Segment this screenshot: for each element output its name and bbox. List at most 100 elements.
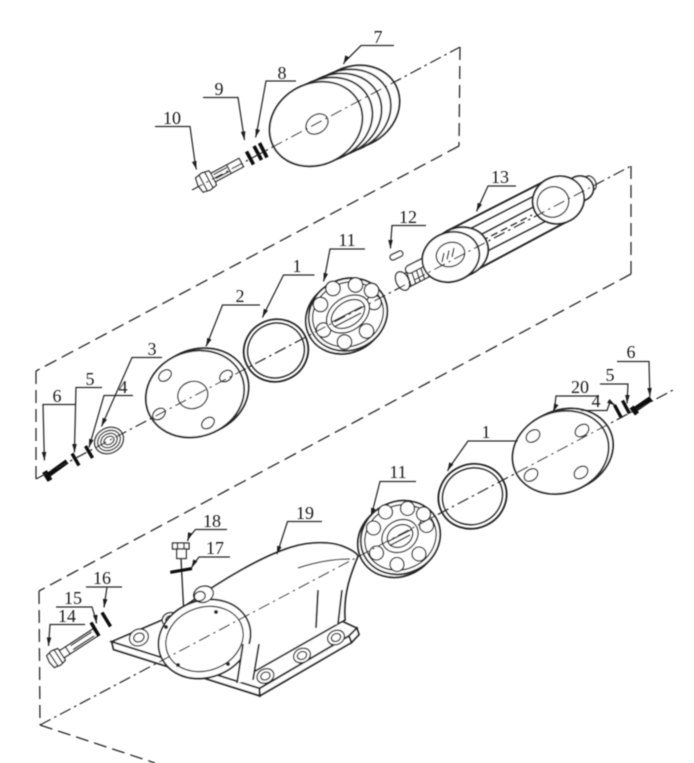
drawing-stroke — [204, 171, 214, 189]
leader-line — [155, 125, 198, 170]
drawing-stroke — [574, 423, 590, 438]
drawing-stroke — [93, 426, 125, 455]
drawing-stroke — [394, 271, 411, 291]
drawing-stroke — [631, 396, 653, 413]
drawing-stroke — [214, 610, 218, 614]
bearing-bore — [386, 523, 414, 549]
part-number-label: 5 — [606, 365, 615, 385]
leader-arrowhead — [323, 272, 329, 282]
callout-19: 19 — [276, 503, 322, 555]
leader-arrowhead — [371, 507, 376, 517]
part-number-label: 11 — [338, 230, 355, 250]
part-number-label: 7 — [374, 27, 383, 47]
callout-7: 7 — [342, 27, 394, 65]
shaft-part-13 — [394, 175, 597, 291]
leader-arrowhead — [255, 128, 261, 138]
housing-ribs — [236, 589, 343, 684]
washer-part-9 — [244, 150, 256, 166]
washer-part-16 — [100, 611, 112, 628]
leader-arrowhead — [191, 160, 197, 170]
drawing-stroke — [252, 643, 260, 681]
part-number-label: 13 — [491, 167, 509, 187]
drawing-stroke — [244, 150, 256, 166]
leader-arrowhead — [46, 637, 52, 646]
pulley-hub-hole — [305, 113, 329, 135]
part-number-label: 10 — [163, 108, 181, 128]
callout-1: 1 — [261, 256, 315, 318]
drawing-stroke — [226, 164, 232, 174]
bolt10-head — [194, 170, 218, 193]
flange2-bolt-hole — [152, 407, 166, 421]
callout-6: 6 — [41, 386, 76, 461]
leader-arrowhead — [72, 444, 77, 453]
part-number-label: 6 — [627, 342, 636, 362]
drawing-stroke — [176, 663, 180, 667]
housing-barrel-part-19 — [157, 541, 360, 684]
drawing-stroke — [180, 558, 185, 607]
drawing-stroke — [441, 467, 504, 526]
part-number-label: 14 — [58, 606, 76, 626]
drawing-stroke — [523, 467, 539, 483]
flange-part-2 — [144, 347, 250, 439]
leader-arrowhead — [41, 451, 47, 461]
drawing-stroke — [215, 170, 230, 180]
drawing-stroke — [389, 534, 411, 547]
flange2-center-hole — [177, 380, 209, 410]
leader-arrowhead — [187, 532, 193, 541]
seal-part-3 — [93, 426, 125, 455]
bearing-part-11-middle — [304, 277, 389, 355]
leader-arrowhead — [553, 403, 559, 412]
drawing-stroke — [312, 296, 329, 313]
drawing-stroke — [511, 409, 610, 495]
drawing-stroke — [165, 605, 244, 673]
drawing-stroke — [337, 589, 343, 625]
washer-part-5-left — [70, 452, 81, 467]
leader-line — [342, 44, 394, 65]
callout-9: 9 — [203, 79, 246, 141]
drawing-stroke — [252, 145, 264, 161]
drawing-stroke — [257, 142, 269, 159]
leader-arrowhead — [277, 545, 282, 555]
drawing-stroke — [358, 323, 375, 339]
callout-13: 13 — [475, 167, 516, 212]
leader-arrowhead — [89, 438, 94, 448]
oring-part-1-middle — [242, 318, 310, 383]
drawing-stroke — [315, 589, 319, 629]
leader-line — [205, 304, 260, 347]
bolt-part-10 — [194, 157, 245, 193]
callout-4: 4 — [581, 391, 616, 412]
drawing-stroke — [445, 179, 548, 233]
callout-11: 11 — [322, 230, 365, 282]
shaft-collar-bore — [435, 241, 466, 268]
gasket-part-17 — [170, 567, 193, 574]
drawing-stroke — [363, 282, 380, 299]
drawing-stroke — [53, 649, 64, 664]
leader-arrowhead — [447, 462, 454, 471]
callout-5: 5 — [600, 365, 630, 404]
leader-arrowhead — [206, 337, 212, 347]
callout-10: 10 — [155, 108, 198, 170]
oring-part-1-right — [437, 462, 508, 530]
leader-arrowhead — [191, 559, 198, 568]
drawing-stroke — [226, 662, 230, 666]
callout-4: 4 — [88, 377, 133, 448]
center-axes — [35, 46, 676, 726]
washer-part-4-right — [613, 404, 623, 419]
part-number-label: 3 — [148, 339, 157, 359]
callout-16: 16 — [86, 568, 122, 608]
drawing-stroke — [334, 312, 362, 328]
leader-arrowhead — [93, 614, 98, 624]
flange2-bolt-hole — [219, 369, 233, 383]
leader-arrowhead — [388, 240, 393, 249]
drawing-stroke — [72, 635, 95, 651]
drawing-stroke — [525, 428, 541, 444]
frame-top-right-vertical — [458, 46, 461, 147]
part-number-label: 17 — [206, 538, 224, 558]
drawing-stroke — [415, 506, 432, 522]
callout-5: 5 — [72, 369, 102, 453]
drawing-stroke — [89, 621, 101, 637]
leader-line — [203, 96, 246, 141]
drawing-stroke — [242, 318, 310, 383]
screw-part-18 — [171, 542, 190, 607]
